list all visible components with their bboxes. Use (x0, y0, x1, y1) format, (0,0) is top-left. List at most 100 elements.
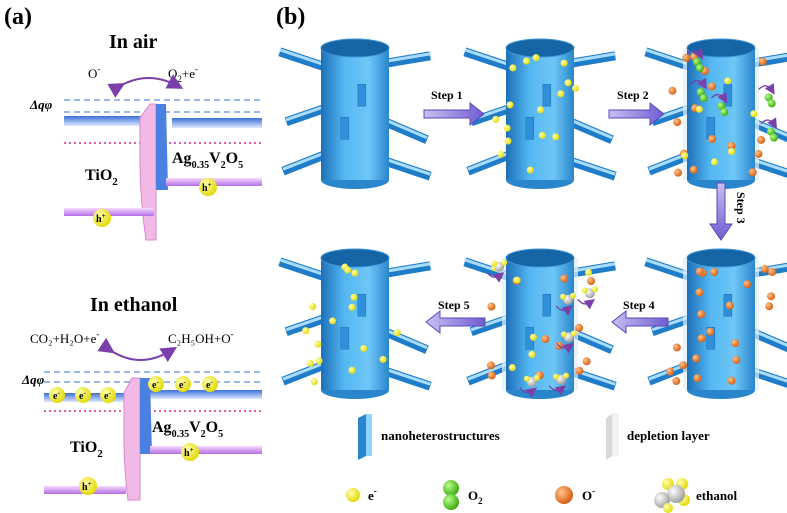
nanorod-arm-highlight-5 (282, 150, 329, 171)
legend-o2-icon-top (443, 480, 459, 496)
electron (681, 152, 689, 160)
oxygen-ion (697, 334, 706, 343)
oxygen-ion (695, 267, 704, 276)
nanorod-stub-1 (542, 83, 552, 107)
ethanol-electrons: e-e-e-e-e-e- (49, 376, 218, 403)
electron (351, 269, 359, 277)
nanorod-arm-highlight-4 (566, 117, 613, 140)
legend-ethanol-icon (654, 478, 690, 513)
nanorod-arm-6 (565, 155, 617, 181)
electron (509, 64, 517, 72)
o2-molecule-atom-2 (767, 99, 776, 108)
oxygen-ion (575, 366, 584, 375)
legend-depletion-label: depletion layer (627, 428, 710, 443)
nanorod-arm-highlight-2 (381, 262, 431, 274)
nanorod-stub-1 (357, 83, 367, 107)
nanorod-stub-2 (340, 326, 350, 350)
cylinder-top (320, 248, 390, 268)
electron (314, 340, 322, 348)
svg-text:e-: e- (152, 378, 159, 391)
nanorod-arm-highlight-6 (566, 156, 616, 176)
nanorod-arm-highlight-2 (381, 52, 431, 64)
nanorod-arm-2 (381, 261, 431, 279)
ethanol-tio2-label: TiO2 (70, 439, 103, 460)
oxygen-ion (666, 367, 675, 376)
nanorod-arm-2 (566, 51, 616, 69)
oxygen-ion (743, 280, 752, 289)
ethanol-agvo-depletion-region (140, 378, 152, 454)
legend: nanoheterostructures depletion layer e- … (346, 413, 738, 513)
ethanol-molecule-h (591, 286, 598, 293)
ethanol-title: In ethanol (90, 294, 178, 316)
air-hole-tio2 (93, 209, 111, 227)
ethanol-molecule-h (581, 287, 588, 294)
ethanol-hole-agvo (181, 443, 199, 461)
oxygen-ion (673, 118, 682, 127)
oxygen-ion (693, 374, 702, 383)
electron (552, 133, 560, 141)
oxygen-ion (575, 323, 584, 332)
electron (528, 350, 536, 358)
o2-molecule-atom-2 (769, 133, 778, 142)
oxygen-ion (710, 268, 719, 277)
electron (497, 150, 505, 158)
air-hole-agvo-label: h+ (202, 181, 212, 194)
legend-ethanol-label: ethanol (696, 488, 738, 503)
reaction-arrow (519, 387, 538, 398)
nanorod-arm-6 (380, 155, 432, 181)
electron (508, 364, 516, 372)
ethanol-molecule-h (560, 331, 567, 338)
o2-molecule-atom-1 (764, 93, 773, 102)
legend-oxygen-ion-icon (555, 486, 573, 504)
electron (564, 79, 572, 87)
electron (572, 84, 580, 92)
nanorod-arm-4 (380, 116, 429, 144)
nanorod-arm-4 (565, 116, 614, 144)
electron (529, 333, 537, 341)
state-step5-recovered (278, 248, 432, 399)
step-4-label: Step 4 (623, 298, 655, 312)
air-hole-agvo (199, 178, 217, 196)
nanorod-arm-6 (380, 365, 432, 391)
step-5-arrow: Step 5 (425, 298, 486, 335)
air-tio2-valence-band (64, 208, 154, 216)
electron (379, 355, 387, 363)
nanorod-arm-1 (463, 47, 515, 73)
step-1-arrow: Step 1 (423, 88, 485, 127)
nanorod-arm-highlight-5 (282, 360, 329, 381)
electron (728, 147, 736, 155)
electron (492, 115, 500, 123)
ethanol-reaction-arrow (97, 337, 178, 363)
o2-molecule-atom-1 (692, 58, 701, 67)
reaction-arrow (486, 272, 505, 283)
state-step1-electrons (463, 38, 617, 189)
ethanol-barrier-label: Δqφ (21, 372, 45, 387)
cylinder-top (505, 248, 575, 268)
ethanol-molecule-h (560, 293, 567, 300)
legend-electron-icon (346, 488, 360, 502)
nanorod-arm-highlight-6 (381, 366, 431, 386)
step-5-label: Step 5 (438, 298, 470, 312)
oxygen-ion (487, 302, 496, 311)
oxygen-ion (754, 149, 763, 158)
nanorod-arm-1 (278, 47, 330, 73)
step-3-arrow: Step 3 (709, 182, 748, 241)
cylinder-body-front (687, 258, 755, 390)
oxygen-ion (725, 301, 734, 310)
oxygen-ion (486, 361, 495, 370)
oxygen-ion (487, 371, 496, 380)
o2-molecule-atom-1 (717, 102, 726, 111)
ethanol-molecule-h (501, 259, 508, 266)
oxygen-ion (582, 357, 591, 366)
nanorod-stub-1 (723, 83, 733, 107)
oxygen-ion (689, 165, 698, 174)
nanorod-arm-4 (380, 326, 429, 354)
electron (695, 105, 703, 113)
legend-o2-icon-bottom (443, 494, 459, 510)
step-1-label: Step 1 (431, 88, 463, 102)
nanorod-arm-5 (281, 149, 330, 176)
legend-depletion-swatch (611, 413, 619, 457)
ethanol-molecule-h (523, 375, 530, 382)
ethanol-agvo-conduction-band (148, 390, 262, 399)
nanorod-arm-3 (469, 103, 515, 127)
